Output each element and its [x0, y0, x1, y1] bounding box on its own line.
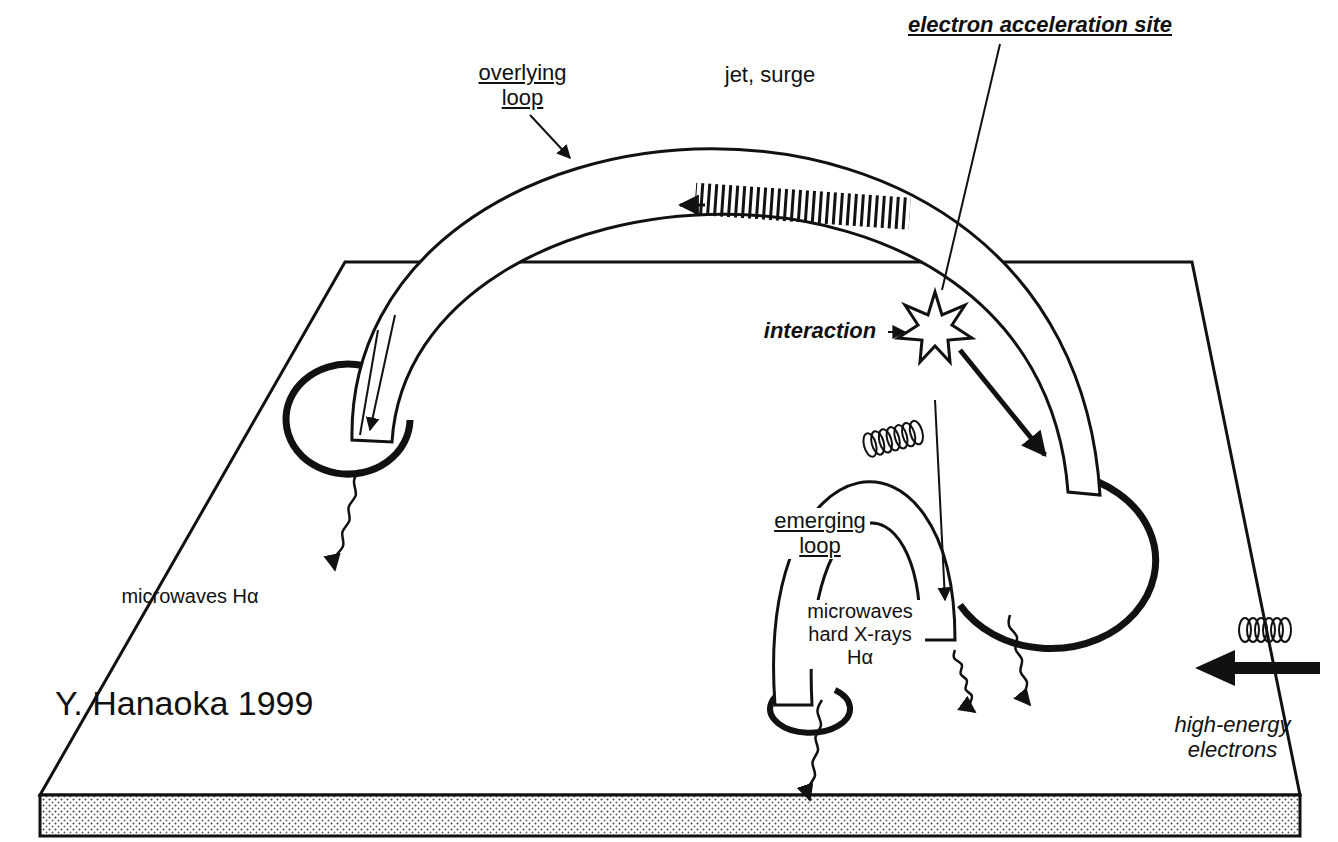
credit-label: Y. Hanaoka 1999 — [55, 684, 375, 723]
footpoint-ring — [960, 475, 1156, 649]
leader-line — [942, 44, 1000, 290]
interaction-label: interaction — [755, 318, 885, 343]
jet-label: jet, surge — [700, 62, 840, 87]
loop-label: emerging loop — [770, 508, 870, 559]
electron-symbol — [1195, 618, 1320, 686]
overlying-loop — [352, 149, 1100, 495]
title-callout: electron acceleration site — [860, 12, 1220, 37]
emission-label: microwaves Hα — [120, 585, 260, 608]
loop-label: overlying loop — [455, 60, 590, 111]
emission-label: microwaves hard X-rays Hα — [795, 600, 925, 669]
electron-label: high-energy electrons — [1140, 712, 1325, 763]
photosphere-slab — [40, 262, 1300, 836]
emission-arrows — [334, 470, 1030, 800]
leader-line — [888, 331, 905, 333]
electron-arrow — [960, 350, 1045, 455]
leader-line — [530, 115, 570, 158]
